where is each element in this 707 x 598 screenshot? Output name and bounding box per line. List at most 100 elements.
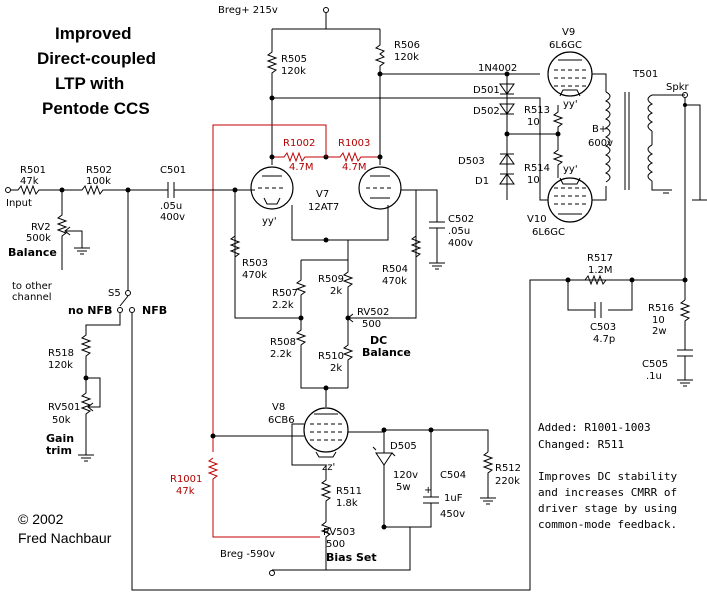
- ground-symbol: [74, 247, 90, 255]
- r510-name: R510: [318, 351, 344, 362]
- c502-name: C502: [448, 214, 474, 225]
- rv502-name: RV502: [357, 307, 389, 318]
- c504-value2: 450v: [440, 509, 465, 520]
- r501-name: R501: [20, 165, 46, 176]
- junction-dot: [377, 154, 383, 160]
- r514-value: 10: [527, 175, 540, 186]
- junction-dot: [629, 277, 635, 283]
- d503-diode: [499, 153, 515, 165]
- rv502-value: 500: [362, 319, 381, 330]
- gain-trim-line1: Gain: [46, 432, 74, 445]
- t501-label: T501: [632, 69, 658, 80]
- v7-type: 12AT7: [308, 202, 339, 213]
- r502-name: R502: [86, 165, 112, 176]
- s5-label: S5: [108, 288, 121, 299]
- r503-resistor: [229, 235, 241, 258]
- d505-zener: [372, 430, 396, 466]
- r507-r508-chain: [295, 260, 348, 389]
- r508-name: R508: [270, 337, 296, 348]
- rv501-name: RV501: [48, 402, 80, 413]
- v7-cathode-link: [291, 205, 389, 241]
- c502-value1: .05u: [448, 226, 470, 237]
- r511-name: R511: [336, 486, 362, 497]
- t501-secondary-coils: [647, 94, 654, 182]
- r505-name: R505: [281, 54, 307, 65]
- r514-name: R514: [524, 163, 550, 174]
- d502-label: D502: [473, 106, 500, 117]
- v10-type: 6L6GC: [532, 227, 565, 238]
- r517-value: 1.2M: [588, 265, 613, 276]
- d1-label: D1: [475, 176, 489, 187]
- v8-screen-to-zener: [348, 429, 489, 452]
- junction-dot: [381, 524, 387, 530]
- c503-name: C503: [590, 322, 616, 333]
- r513-value: 10: [527, 117, 540, 128]
- t501-primary-coil: [604, 91, 611, 183]
- input-terminal: [5, 187, 11, 193]
- rv2-pot: [56, 190, 68, 270]
- c504-value1: 1uF: [444, 493, 463, 504]
- dc-balance-line1: DC: [370, 334, 387, 347]
- note-desc-4: common-mode feedback.: [538, 518, 677, 531]
- r501-value: 47k: [20, 176, 39, 187]
- r1003-value: 4.7M: [342, 162, 367, 173]
- s5-nonfb-contact: [117, 307, 123, 313]
- r1001-value: 47k: [176, 486, 195, 497]
- junction-dot: [504, 71, 510, 77]
- r504-name: R504: [382, 264, 408, 275]
- supply-top-label: Breg+ 215v: [218, 5, 278, 16]
- r502-value: 100k: [86, 176, 111, 187]
- v7-left-grid-wire: [234, 189, 301, 319]
- r510-value: 2k: [330, 363, 342, 374]
- d505-value1: 120v: [393, 470, 418, 481]
- title-line-2: Direct-coupled: [37, 49, 156, 68]
- r509-name: R509: [318, 274, 344, 285]
- v10-name: V10: [527, 214, 547, 225]
- r511-value: 1.8k: [336, 498, 358, 509]
- r1003-name: R1003: [338, 138, 370, 149]
- v10-elements: [554, 177, 586, 215]
- c501-name: C501: [160, 165, 186, 176]
- c502-capacitor: [429, 221, 445, 270]
- v7-right-elements: [366, 175, 391, 199]
- nfb-label: NFB: [142, 304, 167, 317]
- bias-set-label: Bias Set: [326, 551, 377, 564]
- input-label: Input: [6, 198, 32, 209]
- r518-name: R518: [48, 348, 74, 359]
- rv2-value: 500k: [26, 233, 51, 244]
- r506-value: 120k: [394, 52, 419, 63]
- note-desc-2: and increases CMRR of: [538, 486, 677, 499]
- v7-tube: [250, 166, 402, 210]
- d1n4002-label: 1N4002: [478, 63, 517, 74]
- junction-dot: [565, 277, 571, 283]
- v7-name: V7: [316, 189, 329, 200]
- r501-r502-input-chain: [11, 184, 168, 196]
- v10-tube: [547, 177, 593, 223]
- v8-envelope: [303, 407, 349, 453]
- rv501-value: 50k: [52, 415, 71, 426]
- note-changed: Changed: R511: [538, 438, 624, 451]
- c505-name: C505: [642, 359, 668, 370]
- c501-value1: .05u: [160, 201, 182, 212]
- junction-dot: [682, 277, 688, 283]
- balance-label: Balance: [8, 246, 57, 259]
- r516-name: R516: [648, 303, 674, 314]
- r518-value: 120k: [48, 360, 73, 371]
- c502-value2: 400v: [448, 238, 473, 249]
- r507-name: R507: [272, 288, 298, 299]
- r509-r510-chain: [342, 240, 354, 388]
- ground-symbol: [78, 454, 94, 462]
- rv503-value: 500: [326, 539, 345, 550]
- title-line-1: Improved: [55, 24, 132, 43]
- v9-heater-label: yy': [563, 99, 578, 110]
- r504-resistor: [410, 235, 422, 258]
- r1001-resistor: [207, 457, 320, 538]
- v9-type: 6L6GC: [549, 40, 582, 51]
- r517-c503-network: [567, 280, 633, 311]
- supply-top-rail: [272, 13, 380, 30]
- r517-name: R517: [587, 253, 613, 264]
- r505-value: 120k: [281, 66, 306, 77]
- r513-name: R513: [524, 105, 550, 116]
- v9-tube: [547, 51, 593, 97]
